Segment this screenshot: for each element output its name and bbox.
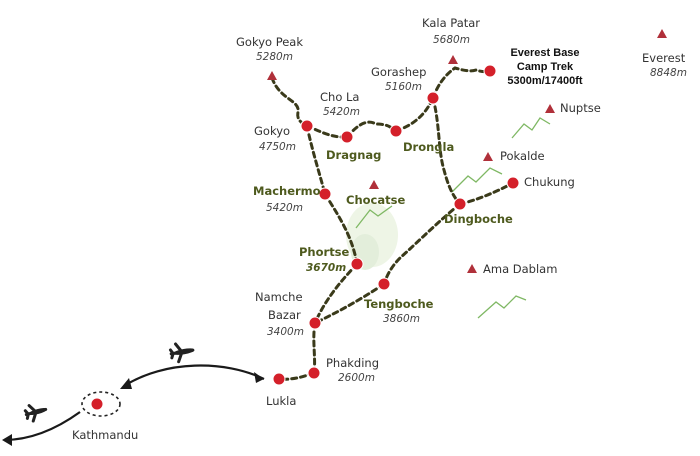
trail-cho-la [345,120,398,139]
peak-triangle-icon [467,264,477,273]
label-phakding: Phakding [326,356,380,370]
stop-gorashep [426,91,440,105]
elev-everest: 8848m [650,67,687,79]
trail-tengboche-namche [313,282,386,325]
ebc-line2: Camp Trek [516,61,574,73]
label-chocatse: Chocatse [346,193,406,207]
ridge-nuptse [511,117,551,139]
trail-drongla-gorashep [394,96,435,133]
elev-phortse: 3670m [306,262,347,274]
stop-gokyo [300,119,314,133]
route-arrow-lukla-kathmandu [123,364,265,387]
mountain-ridges [355,117,551,319]
peak-triangle-icon [657,29,667,38]
label-kathmandu: Kathmandu [72,428,139,442]
stops [90,64,520,411]
label-namche-line2: Bazar [268,308,301,322]
peak-triangle-icon [448,55,458,64]
ridge-pokalde [451,167,503,193]
airplane-icon [168,342,195,364]
route-arrow-kathmandu-out [3,411,81,442]
trail-machermo-phortse [323,192,359,266]
trail-dingboche-tengboche [382,202,462,286]
label-machermo: Machermo [253,184,321,198]
stop-phortse [350,257,364,271]
label-tengboche: Tengboche [364,297,434,311]
elev-gokyo-peak: 5280m [256,51,293,63]
label-gokyo-peak: Gokyo Peak [236,35,304,49]
peak-triangle-icon [545,104,555,113]
stop-namche-bazar [308,316,322,330]
ebc-callout: Everest Base Camp Trek 5300m/17400ft [492,46,598,88]
peak-triangle-icon [267,71,277,80]
label-gorashep: Gorashep [371,65,427,79]
stop-chukung [506,176,520,190]
elev-namche: 3400m [267,326,304,338]
label-drongla: Drongla [403,140,455,154]
stop-drongla [389,124,403,138]
ridge-chocatse [355,205,393,229]
airplane-icon [23,404,48,423]
glacier-area [346,203,398,270]
label-chukung: Chukung [524,175,575,189]
ebc-line3: 5300m/17400ft [507,75,583,87]
elev-machermo: 5420m [266,202,303,214]
stop-lukla [272,372,286,386]
route-arrow-icon [2,434,12,446]
route-arrow-icon [120,378,132,389]
elev-tengboche: 3860m [383,313,420,325]
elev-phakding: 2600m [338,372,375,384]
trail-phortse-namche [313,262,359,325]
trail-dingboche-chukung [458,181,515,206]
trail-namche-phakding [312,321,317,375]
label-everest: Everest [642,51,686,65]
stop-tengboche [377,277,391,291]
stop-phakding [307,366,321,380]
ebc-line1: Everest Base [510,47,580,59]
label-nuptse: Nuptse [560,101,601,115]
label-lukla: Lukla [266,394,297,408]
label-dragnag: Dragnag [326,148,382,162]
elev-cho-la: 5420m [323,106,360,118]
ridge-ama-dablam [477,295,527,319]
trail-gorashep-dingboche [431,96,462,206]
stop-kala-patar [483,64,497,78]
label-kala-patar: Kala Patar [422,16,481,30]
label-dingboche: Dingboche [444,212,513,226]
stop-dragnag [340,130,354,144]
peak-triangle-icon [483,152,493,161]
flight-routes [2,364,265,446]
stop-dingboche [453,197,467,211]
stop-machermo [318,187,332,201]
elev-gokyo: 4750m [259,141,296,153]
trail-gokyo-peak [270,76,309,128]
kathmandu-boundary [81,391,121,417]
label-pokalde: Pokalde [500,149,545,163]
label-namche-line1: Namche [255,290,303,304]
stop-kathmandu [90,397,104,411]
label-gokyo: Gokyo [254,124,291,138]
label-ama-dablam: Ama Dablam [483,262,558,276]
route-arrow-icon [254,372,264,383]
elev-gorashep: 5160m [385,81,422,93]
peak-triangle-icon [369,180,379,189]
label-phortse: Phortse [299,245,350,259]
elev-kala-patar: 5680m [433,34,470,46]
trail-gorashep-kalapatar [431,66,492,100]
peaks [267,29,667,273]
label-cho-la: Cho La [320,90,360,104]
